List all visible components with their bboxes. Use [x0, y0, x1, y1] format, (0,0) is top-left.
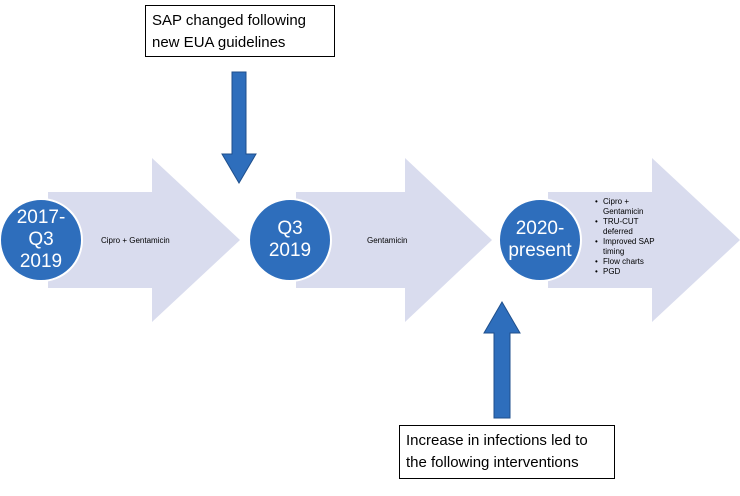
stage-3-period: 2020-present [508, 218, 572, 261]
bottom-note: Increase in infections led to the follow… [399, 425, 615, 479]
stage-1-arrow [48, 158, 240, 322]
intervention-item: PGD [595, 267, 667, 277]
stage-3-interventions: Cipro + Gentamicin TRU-CUT deferred Impr… [589, 197, 667, 277]
intervention-item: TRU-CUT deferred [595, 217, 667, 237]
down-arrow [221, 71, 257, 184]
intervention-item: Improved SAP timing [595, 237, 667, 257]
top-note: SAP changed following new EUA guidelines [145, 5, 335, 57]
up-arrow [483, 301, 521, 419]
stage-2-arrow [296, 158, 492, 322]
stage-3-circle [498, 198, 582, 282]
stage-1-period: 2017-Q3 2019 [16, 207, 66, 272]
stage-2-detail: Gentamicin [367, 236, 408, 245]
bottom-note-text: Increase in infections led to the follow… [406, 432, 588, 471]
intervention-item: Cipro + Gentamicin [595, 197, 667, 217]
top-note-text: SAP changed following new EUA guidelines [152, 12, 306, 51]
stage-2-circle [248, 198, 332, 282]
stage-1-circle [0, 198, 83, 282]
intervention-item: Flow charts [595, 257, 667, 267]
stage-2-period: Q3 2019 [268, 218, 312, 261]
stage-1-detail: Cipro + Gentamicin [101, 236, 170, 245]
